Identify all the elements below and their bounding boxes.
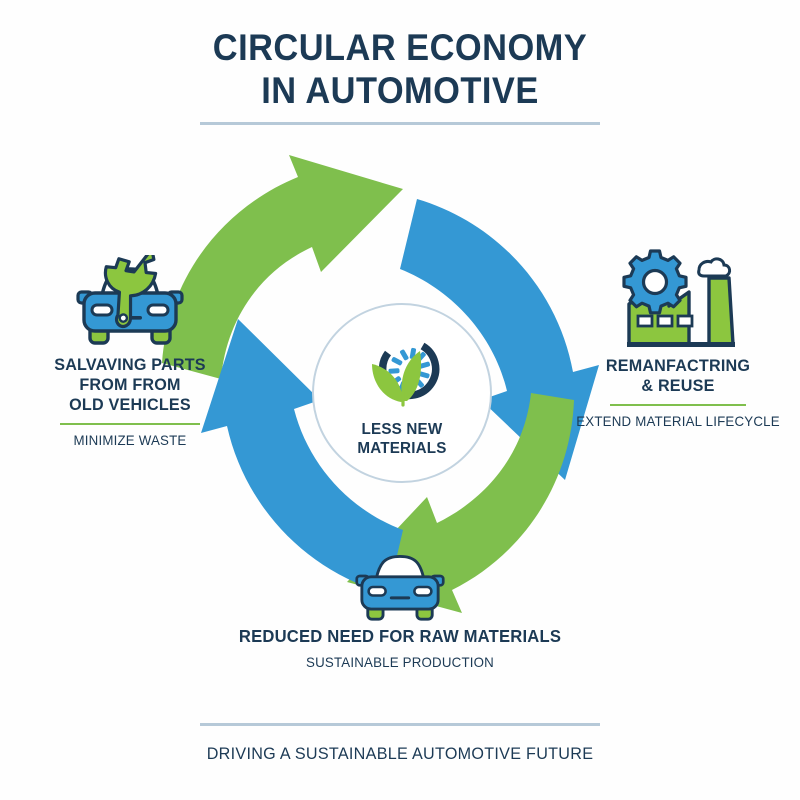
center-node: LESS NEW MATERIALS	[312, 303, 492, 483]
node-subtitle: SUSTAINABLE PRODUCTION	[306, 654, 494, 670]
title-line-2: IN AUTOMOTIVE	[261, 70, 539, 111]
node-icon-wrapper	[230, 548, 570, 626]
car-with-wrench-icon	[76, 255, 184, 345]
node-title-line-1: REDUCED NEED FOR RAW MATERIALS	[238, 626, 562, 646]
node-salvaging-parts[interactable]: SALVAVING PARTS FROM FROM OLD VEHICLES M…	[10, 255, 250, 448]
header-divider	[200, 122, 600, 125]
node-icon-wrapper	[10, 255, 250, 355]
node-title-line-2: FROM FROM	[79, 375, 181, 394]
node-subtitle: MINIMIZE WASTE	[73, 432, 187, 448]
node-divider	[610, 404, 746, 406]
car-front-icon	[355, 555, 445, 621]
title-line-1: CIRCULAR ECONOMY	[212, 27, 588, 68]
node-icon-wrapper	[556, 248, 800, 356]
arrow-top-left	[162, 155, 403, 379]
arrow-bottom-left	[201, 319, 403, 594]
node-title: SALVAVING PARTS FROM FROM OLD VEHICLES	[16, 355, 244, 415]
leaf-sun-circle-icon	[372, 342, 440, 407]
factory-with-gear-icon	[622, 249, 735, 347]
footer-divider	[200, 723, 600, 726]
node-title-line-3: OLD VEHICLES	[69, 395, 191, 414]
page-title: CIRCULAR ECONOMY IN AUTOMOTIVE	[0, 26, 800, 112]
center-label-line-2: MATERIALS	[357, 439, 447, 457]
node-title: REMANFACTRING & REUSE	[562, 356, 794, 396]
node-remanufacturing-reuse[interactable]: REMANFACTRING & REUSE EXTEND MATERIAL LI…	[556, 248, 800, 429]
node-title-line-1: REMANFACTRING	[605, 356, 751, 375]
node-title: REDUCED NEED FOR RAW MATERIALS	[239, 626, 562, 646]
node-divider	[60, 423, 200, 425]
node-reduced-raw-materials[interactable]: REDUCED NEED FOR RAW MATERIALS SUSTAINAB…	[230, 548, 570, 670]
node-subtitle: EXTEND MATERIAL LIFECYCLE	[576, 413, 780, 429]
footer-tagline: DRIVING A SUSTAINABLE AUTOMOTIVE FUTURE	[206, 744, 594, 763]
node-title-line-2: & REUSE	[641, 376, 715, 395]
center-node-label: LESS NEW MATERIALS	[357, 420, 446, 458]
center-label-line-1: LESS NEW	[361, 420, 443, 438]
node-title-line-1: SALVAVING PARTS	[54, 355, 206, 374]
